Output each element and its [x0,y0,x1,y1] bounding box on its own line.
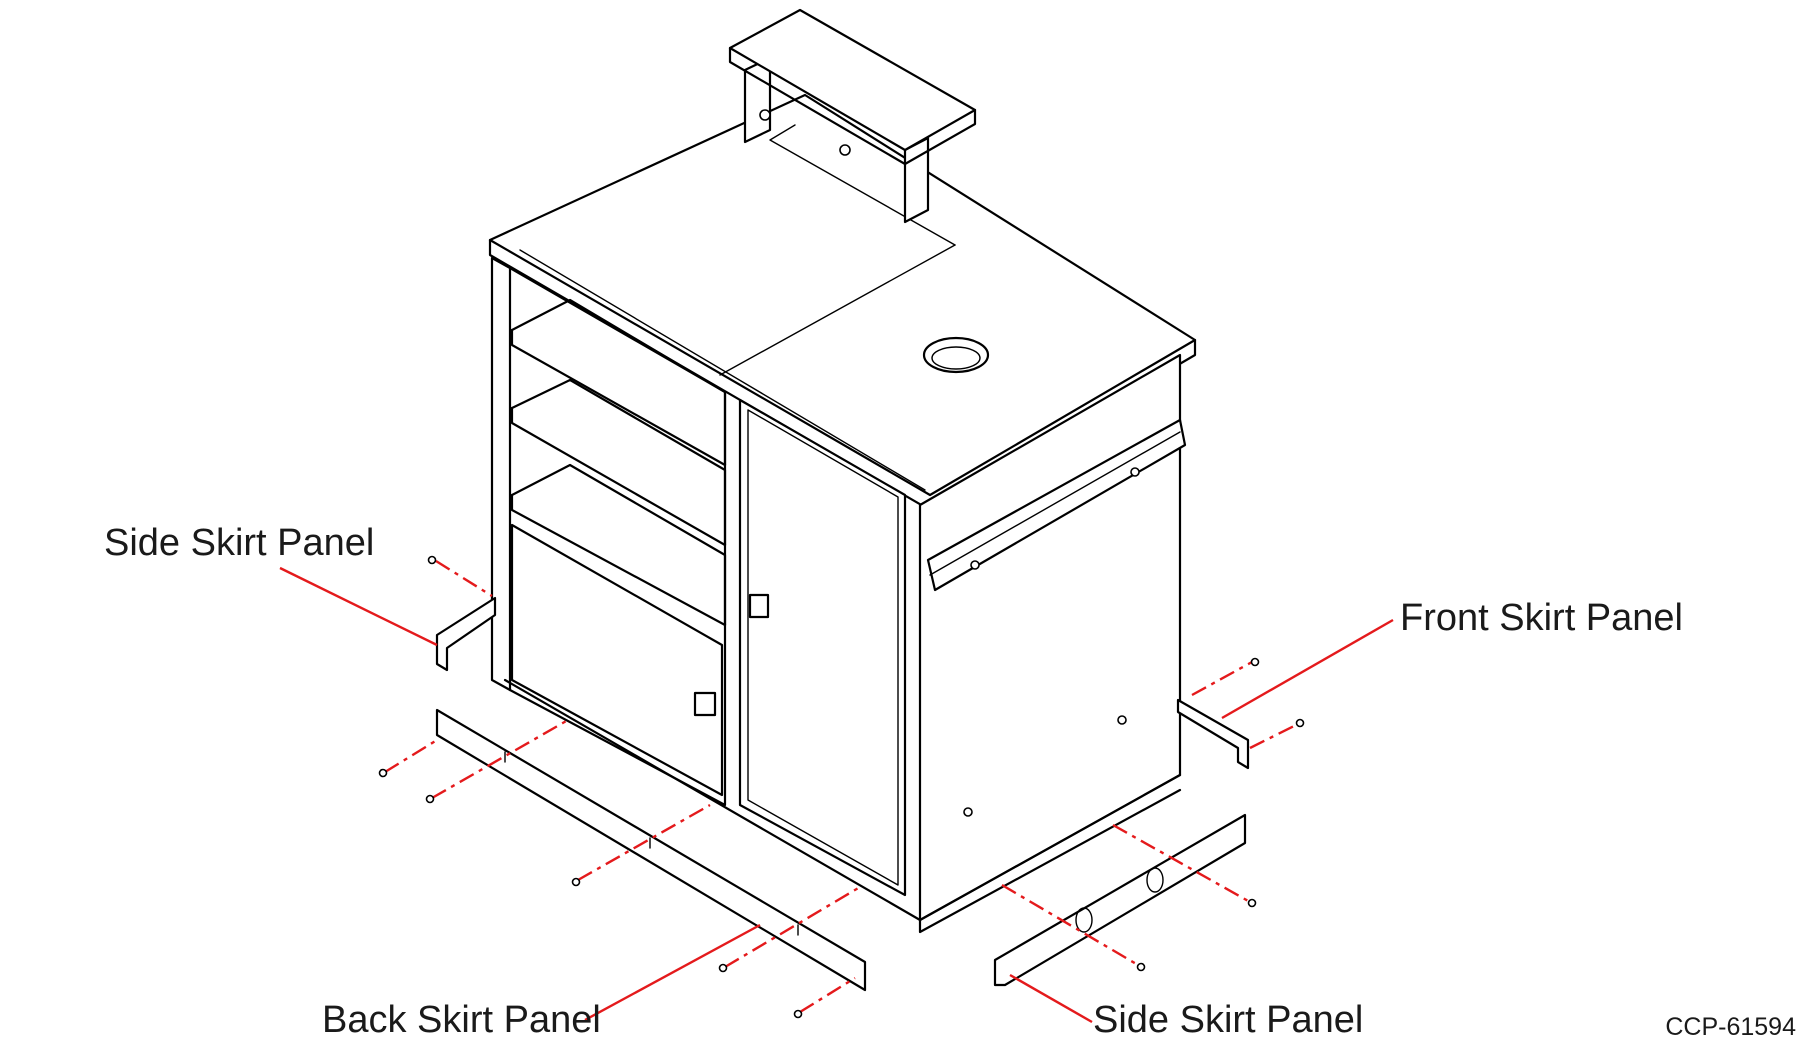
screws [378,555,1305,1019]
leader-lines [279,566,1394,1024]
label-front-skirt: Front Skirt Panel [1400,597,1683,639]
drawing-code: CCP-61594 [1665,1013,1796,1041]
label-side-skirt-left: Side Skirt Panel [104,522,374,564]
back-lower-panel [510,523,724,797]
shelves [510,298,727,627]
cabinet-door [738,398,907,897]
side-skirt-panel-right [993,813,1247,987]
front-skirt-panel [1176,698,1250,770]
cabinet [488,8,1197,934]
top-seam [719,244,956,376]
label-back-skirt: Back Skirt Panel [322,999,601,1041]
cup-hole [922,336,990,374]
leader-back [584,923,761,1022]
latch-lower [693,691,717,717]
leader-side-right [1009,973,1093,1024]
cabinet-side-left [490,256,512,692]
monitor-stand [728,8,977,224]
skirt-panels [435,596,1250,992]
leader-front [1221,618,1394,720]
leader-side-left [279,566,438,647]
handle-rail [926,418,1187,592]
door-latch [748,593,770,619]
side-skirt-panel-left [435,596,497,672]
fastener-paths [384,559,1299,1014]
label-side-skirt-right: Side Skirt Panel [1093,999,1363,1041]
